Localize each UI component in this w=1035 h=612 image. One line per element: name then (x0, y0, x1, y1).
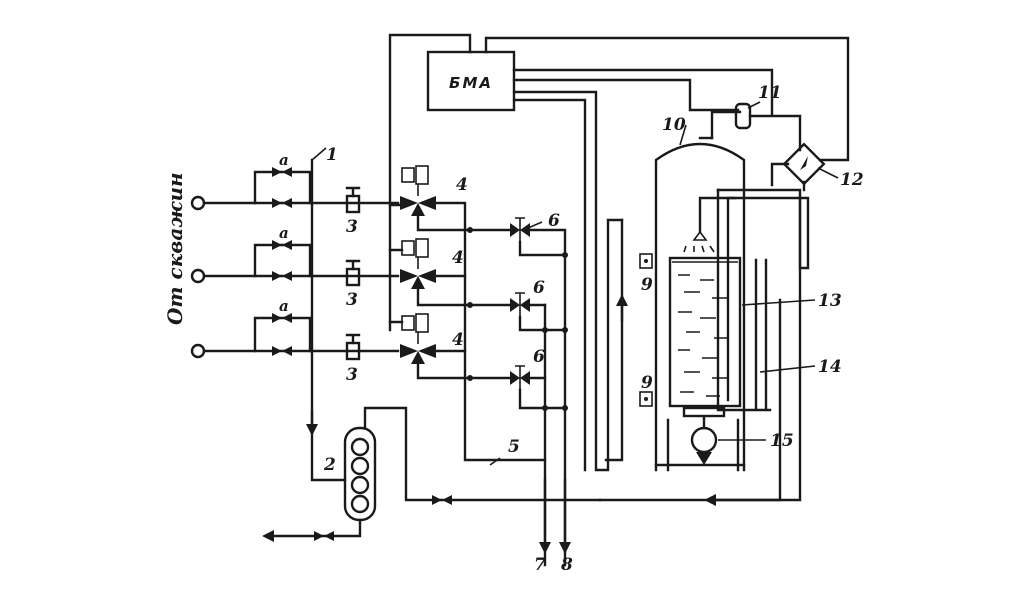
bma-signal-lines (484, 36, 850, 472)
well-inlet-3 (190, 343, 206, 359)
element-12 (770, 142, 826, 192)
label-3c: 3 (346, 365, 358, 385)
label-15: 15 (770, 431, 794, 451)
label-5: 5 (508, 437, 520, 457)
bypass-valves (272, 167, 292, 356)
label-3a: 3 (346, 217, 358, 237)
standpipe-14 (598, 188, 810, 506)
label-a2: а (279, 224, 289, 242)
control-valves (510, 217, 530, 390)
label-3b: 3 (346, 290, 358, 310)
well-inlet-2 (190, 268, 206, 284)
control-bus (388, 33, 472, 332)
label-4c: 4 (452, 330, 464, 350)
label-13: 13 (818, 291, 842, 311)
bma-label: БМА (449, 74, 493, 92)
label-6b: 6 (533, 278, 545, 298)
label-7: 7 (534, 555, 546, 575)
separator-2 (262, 406, 602, 542)
label-a1: а (279, 151, 289, 169)
label-2: 2 (323, 455, 336, 475)
label-11: 11 (758, 83, 782, 103)
label-14: 14 (818, 357, 842, 377)
three-way-valves (400, 165, 436, 364)
label-6a: 6 (548, 211, 560, 231)
label-9a: 9 (641, 275, 653, 295)
label-10: 10 (662, 115, 686, 135)
label-9b: 9 (641, 373, 653, 393)
label-a3: а (279, 297, 289, 315)
source-label: От скважин (163, 172, 187, 325)
callout-labels: а а а 1 2 3 3 3 4 4 4 5 6 6 6 7 8 9 9 10… (279, 83, 864, 575)
distribution-piping (416, 201, 571, 567)
element-11 (698, 102, 802, 152)
label-12: 12 (840, 170, 864, 190)
label-4a: 4 (456, 175, 468, 195)
flow-meters (345, 186, 361, 361)
tank-10 (654, 142, 746, 472)
label-4b: 4 (452, 248, 464, 268)
label-6c: 6 (533, 347, 545, 367)
sensors-9 (639, 253, 653, 407)
well-inlets (190, 170, 400, 359)
pump-15 (690, 416, 718, 465)
well-inlet-1 (190, 195, 206, 211)
label-1: 1 (326, 145, 338, 165)
collector-line (310, 158, 347, 482)
label-8: 8 (560, 555, 573, 575)
